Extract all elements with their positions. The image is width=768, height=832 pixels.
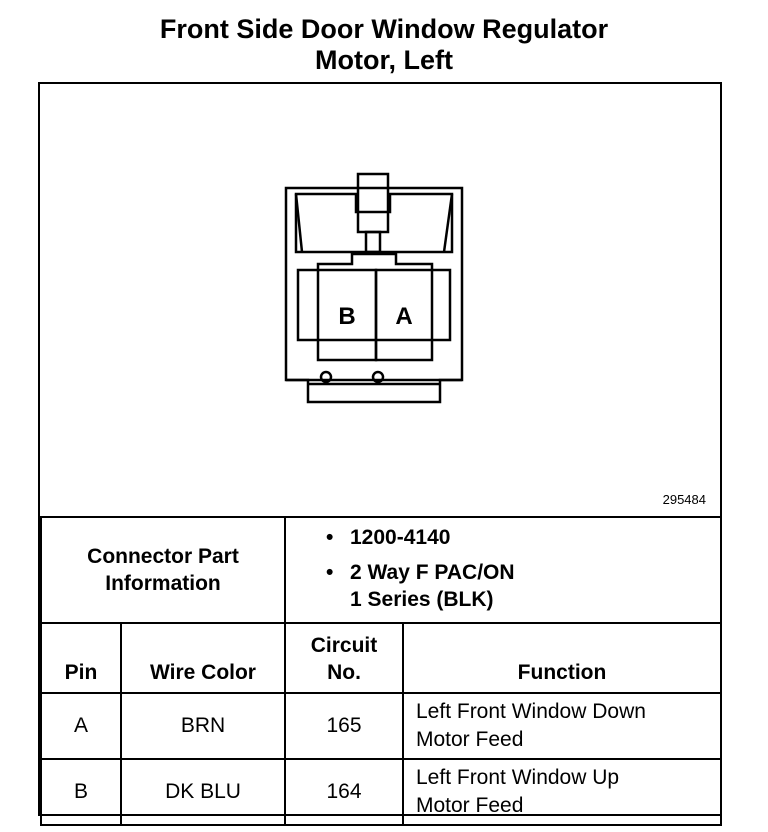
connector-info-label: Connector Part Information	[40, 516, 286, 624]
header-circuit-line1: Circuit	[310, 634, 378, 657]
cavity-a	[374, 268, 434, 362]
connector-type-line1: 2 Way F PAC/ON	[326, 559, 720, 586]
pin-label-a: A	[395, 303, 412, 330]
row-circuit: 164	[284, 758, 404, 826]
connector-info-row: Connector Part Information 1200-4140 2 W…	[40, 516, 722, 624]
row-function-line2: Motor Feed	[416, 728, 524, 751]
connector-diagram: B A	[284, 172, 464, 404]
row-pin: B	[40, 758, 122, 826]
connector-inner-frame	[294, 192, 454, 254]
page-title-line1: Front Side Door Window Regulator	[159, 14, 609, 44]
row-wire-color: BRN	[120, 692, 286, 760]
connector-frame: B A 295484 Connector Part Information 12…	[38, 82, 722, 826]
row-circuit: 165	[284, 692, 404, 760]
row-function: Left Front Window Down Motor Feed	[402, 692, 722, 760]
header-circuit-line2: No.	[327, 661, 361, 684]
row-wire-color: DK BLU	[120, 758, 286, 826]
connector-info-label-line2: Information	[105, 572, 221, 595]
table-row: A BRN 165 Left Front Window Down Motor F…	[40, 692, 722, 760]
row-function-line1: Left Front Window Up	[416, 766, 620, 789]
page-title-line2: Motor, Left	[315, 45, 453, 75]
connector-info-values: 1200-4140 2 Way F PAC/ON 1 Series (BLK)	[284, 516, 722, 624]
figure-id: 295484	[662, 492, 706, 507]
cavity-housing	[296, 252, 452, 342]
locking-tab	[356, 186, 390, 234]
pin-label-b: B	[338, 303, 355, 330]
connector-type-line2: 1 Series (BLK)	[350, 588, 494, 611]
table-header-row: Pin Wire Color Circuit No. Function	[40, 622, 722, 694]
connector-info-label-line1: Connector Part	[87, 545, 239, 568]
header-pin: Pin	[40, 622, 122, 694]
keying-dot-right	[371, 370, 385, 384]
connector-body-outline	[284, 172, 464, 382]
pinout-table: Connector Part Information 1200-4140 2 W…	[40, 516, 722, 826]
row-function-line1: Left Front Window Down	[416, 700, 646, 723]
row-function-line2: Motor Feed	[416, 794, 524, 817]
part-number: 1200-4140	[326, 524, 720, 551]
row-pin: A	[40, 692, 122, 760]
header-wire-color: Wire Color	[120, 622, 286, 694]
header-circuit: Circuit No.	[284, 622, 404, 694]
keying-dot-left	[319, 370, 333, 384]
table-row: B DK BLU 164 Left Front Window Up Motor …	[40, 758, 722, 826]
header-function: Function	[402, 622, 722, 694]
row-function: Left Front Window Up Motor Feed	[402, 758, 722, 826]
bottom-latch	[286, 378, 462, 404]
